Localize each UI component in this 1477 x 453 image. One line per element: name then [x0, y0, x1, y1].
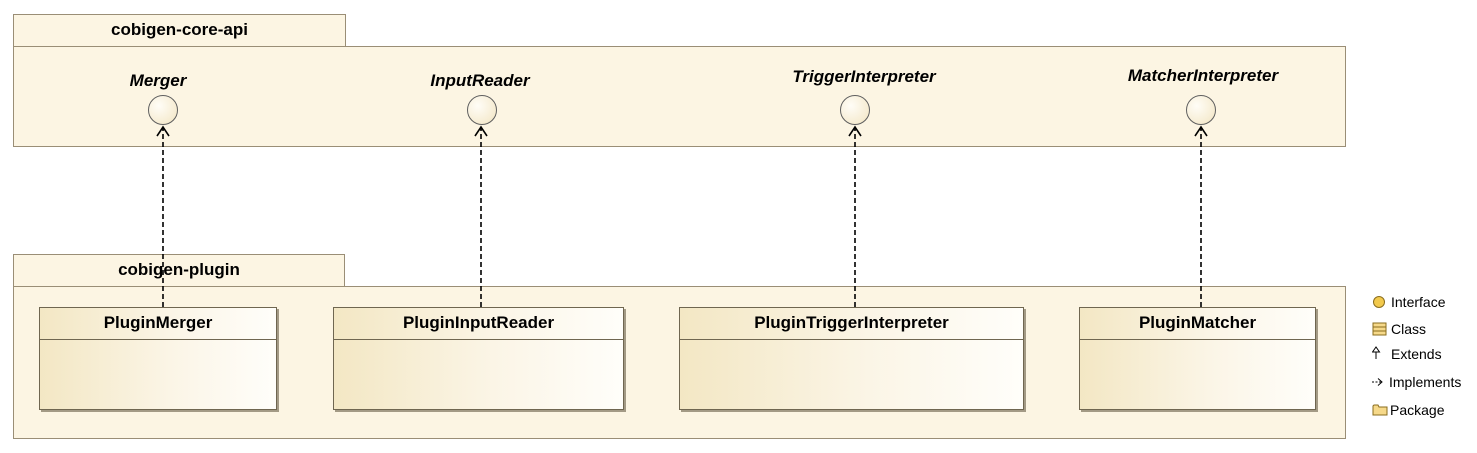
implements-arrow-matcherinterpreter[interactable] — [1194, 125, 1208, 307]
package-core-api[interactable] — [13, 46, 1346, 147]
legend-item-implements: Implements — [1372, 372, 1477, 392]
interface-matcherinterpreter[interactable] — [1186, 95, 1216, 125]
extends-icon — [1372, 346, 1381, 359]
implements-icon — [1372, 378, 1383, 386]
legend-label-package: Package — [1390, 402, 1445, 418]
interface-label-inputreader: InputReader — [430, 71, 530, 90]
interface-merger[interactable] — [148, 95, 178, 125]
package-tab-plugin[interactable]: cobigen-plugin — [13, 254, 345, 287]
package-icon — [1372, 404, 1388, 416]
legend-label-implements: Implements — [1389, 374, 1462, 390]
legend: Interface Class Extends Implements Packa… — [1372, 292, 1477, 432]
implements-arrow-merger[interactable] — [156, 125, 170, 307]
class-name-pluginmatcher: PluginMatcher — [1080, 308, 1315, 340]
package-tab-core-api[interactable]: cobigen-core-api — [13, 14, 346, 47]
interface-label-triggerinterpreter: TriggerInterpreter — [792, 67, 936, 86]
interface-triggerinterpreter[interactable] — [840, 95, 870, 125]
class-name-plugintriggerinterpreter: PluginTriggerInterpreter — [680, 308, 1023, 340]
class-icon — [1372, 322, 1387, 336]
package-name-core-api: cobigen-core-api — [111, 20, 248, 39]
legend-item-interface: Interface — [1372, 292, 1477, 312]
legend-item-package: Package — [1372, 400, 1477, 420]
package-name-plugin: cobigen-plugin — [118, 260, 240, 279]
class-plugintriggerinterpreter[interactable]: PluginTriggerInterpreter — [679, 307, 1024, 410]
class-name-plugininputreader: PluginInputReader — [334, 308, 623, 340]
interface-inputreader[interactable] — [467, 95, 497, 125]
class-pluginmatcher[interactable]: PluginMatcher — [1079, 307, 1316, 410]
interface-label-merger: Merger — [129, 71, 187, 90]
legend-label-extends: Extends — [1391, 346, 1442, 362]
legend-item-extends: Extends — [1372, 344, 1477, 364]
class-name-pluginmerger: PluginMerger — [40, 308, 276, 340]
class-plugininputreader[interactable]: PluginInputReader — [333, 307, 624, 410]
interface-icon — [1373, 296, 1385, 308]
legend-label-interface: Interface — [1391, 294, 1446, 310]
legend-item-class: Class — [1372, 319, 1477, 339]
interface-label-matcherinterpreter: MatcherInterpreter — [1127, 66, 1279, 85]
implements-arrow-inputreader[interactable] — [474, 125, 488, 307]
legend-label-class: Class — [1391, 321, 1427, 337]
class-pluginmerger[interactable]: PluginMerger — [39, 307, 277, 410]
implements-arrow-triggerinterpreter[interactable] — [848, 125, 862, 307]
